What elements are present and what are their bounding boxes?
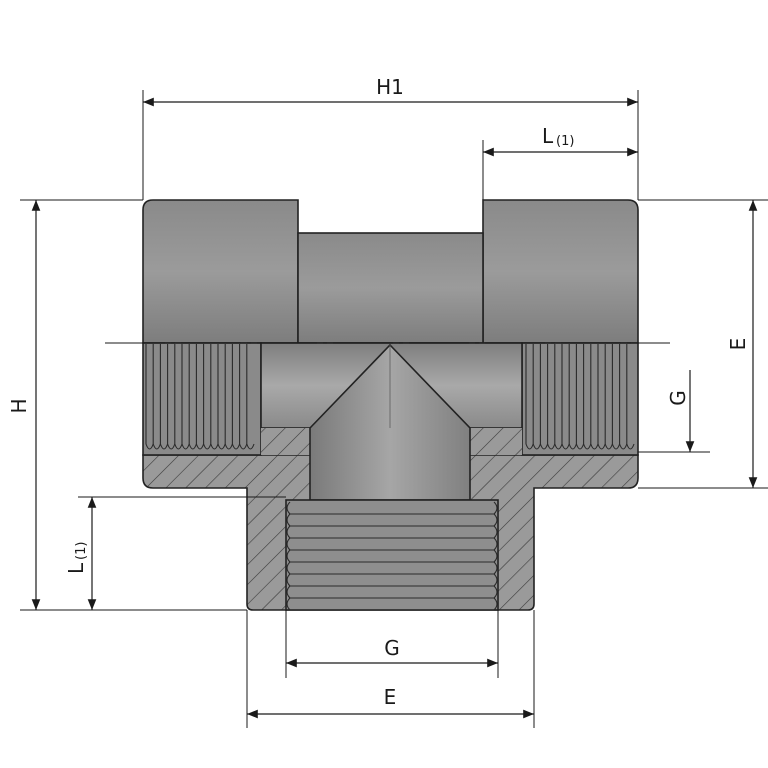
thread-tooth (554, 344, 563, 450)
svg-text:L: L (64, 562, 88, 574)
tee-center-neck (297, 232, 484, 344)
left-thread-teeth (145, 344, 255, 450)
thread-tooth (611, 344, 621, 450)
section-hatch-right (470, 428, 522, 455)
tee-right-hub (482, 199, 639, 344)
thread-tooth (286, 561, 498, 575)
right-thread-teeth (525, 344, 635, 450)
thread-tooth (568, 344, 577, 450)
thread-tooth (590, 344, 599, 450)
left-thread-port (142, 342, 262, 456)
thread-tooth (195, 344, 205, 450)
bottom-thread-teeth (286, 501, 498, 611)
thread-tooth (286, 573, 498, 587)
right-thread-port (521, 342, 639, 456)
thread-tooth (203, 344, 212, 450)
thread-tooth (575, 344, 585, 450)
thread-tooth (217, 344, 226, 450)
thread-tooth (597, 344, 606, 450)
thread-tooth (224, 344, 233, 450)
thread-tooth (561, 344, 570, 450)
label-g-bottom: G (384, 636, 400, 660)
thread-tooth (239, 344, 248, 450)
thread-tooth (525, 344, 534, 450)
thread-tooth (246, 344, 255, 450)
svg-text:L: L (542, 124, 554, 148)
thread-tooth (539, 344, 549, 450)
thread-tooth (547, 344, 556, 450)
thread-tooth (174, 344, 183, 450)
thread-tooth (286, 549, 498, 563)
svg-text:(1): (1) (556, 134, 574, 149)
thread-tooth (286, 537, 498, 551)
thread-tooth (286, 585, 498, 599)
label-l1-top: L (1) (542, 124, 574, 149)
bottom-thread-port (285, 499, 499, 611)
label-h1: H1 (376, 75, 404, 99)
tee-left-hub (142, 199, 299, 344)
thread-tooth (181, 344, 190, 450)
label-g-right: G (666, 390, 690, 406)
thread-tooth (286, 525, 498, 539)
thread-tooth (167, 344, 176, 450)
thread-tooth (604, 344, 613, 450)
thread-tooth (145, 344, 154, 450)
thread-tooth (210, 344, 219, 450)
thread-tooth (626, 344, 635, 450)
label-l1-left: L (1) (64, 542, 89, 574)
thread-tooth (286, 513, 498, 527)
thread-tooth (152, 344, 161, 450)
thread-tooth (286, 597, 498, 611)
thread-tooth (231, 344, 241, 450)
label-e-right: E (726, 338, 750, 351)
label-e-bottom: E (384, 685, 397, 709)
label-h-left: H (7, 398, 31, 413)
svg-text:(1): (1) (74, 542, 89, 560)
thread-tooth (619, 344, 628, 450)
thread-tooth (583, 344, 592, 450)
thread-tooth (286, 501, 498, 515)
thread-tooth (188, 344, 197, 450)
thread-tooth (159, 344, 169, 450)
section-hatch-left (261, 428, 310, 455)
thread-tooth (532, 344, 541, 450)
